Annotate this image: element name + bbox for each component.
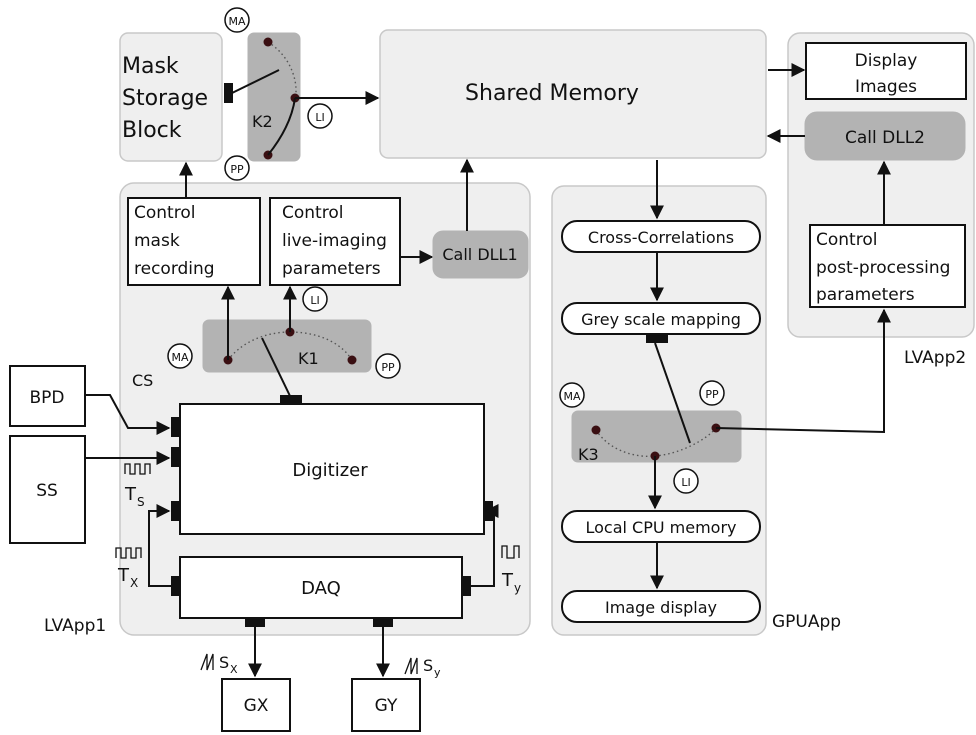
svg-text:MA: MA bbox=[171, 351, 188, 364]
k2-label: K2 bbox=[252, 112, 273, 131]
li-badge-k3 bbox=[673, 468, 699, 494]
li-badge-k2 bbox=[307, 103, 333, 129]
svg-text:y: y bbox=[434, 666, 441, 679]
svg-text:Call DLL1: Call DLL1 bbox=[442, 245, 517, 264]
svg-text:post-processing: post-processing bbox=[816, 258, 950, 278]
cs-label: CS bbox=[132, 371, 153, 390]
svg-text:Cross-Correlations: Cross-Correlations bbox=[588, 228, 734, 247]
control-live-box bbox=[269, 197, 401, 286]
local-cpu-box bbox=[561, 510, 761, 543]
svg-text:MA: MA bbox=[228, 15, 245, 28]
k3-label: K3 bbox=[578, 445, 599, 464]
svg-text:BPD: BPD bbox=[29, 388, 64, 408]
shared-memory-block bbox=[379, 29, 767, 159]
svg-text:X: X bbox=[230, 663, 238, 676]
svg-text:S: S bbox=[423, 656, 433, 675]
control-post-box bbox=[809, 224, 966, 308]
mask-storage-line1: Mask bbox=[122, 54, 179, 79]
svg-text:GY: GY bbox=[375, 696, 398, 716]
call-dll1-block bbox=[432, 230, 529, 279]
svg-text:Images: Images bbox=[855, 77, 917, 97]
svg-text:Local CPU memory: Local CPU memory bbox=[585, 518, 736, 537]
svg-text:Display: Display bbox=[855, 51, 918, 71]
control-mask-box bbox=[127, 197, 261, 286]
svg-text:LI: LI bbox=[681, 476, 690, 489]
gx-box bbox=[221, 678, 291, 732]
svg-text:parameters: parameters bbox=[816, 285, 915, 305]
svg-text:PP: PP bbox=[230, 163, 244, 176]
svg-text:T: T bbox=[124, 484, 137, 505]
svg-text:T: T bbox=[117, 565, 130, 586]
digitizer-box bbox=[179, 403, 485, 535]
svg-text:GX: GX bbox=[244, 696, 269, 716]
svg-text:Image display: Image display bbox=[605, 598, 717, 617]
svg-text:SS: SS bbox=[36, 481, 58, 501]
svg-text:S: S bbox=[219, 653, 229, 672]
svg-text:S: S bbox=[137, 495, 145, 509]
svg-text:y: y bbox=[514, 581, 521, 595]
svg-text:Grey scale mapping: Grey scale mapping bbox=[581, 310, 741, 329]
display-images-box bbox=[805, 42, 967, 100]
mask-storage-block bbox=[119, 32, 223, 162]
gpuapp-label: GPUApp bbox=[772, 612, 841, 632]
svg-text:LI: LI bbox=[310, 294, 319, 307]
k1-label: K1 bbox=[298, 349, 319, 368]
svg-text:PP: PP bbox=[705, 388, 719, 401]
gy-box bbox=[351, 678, 421, 732]
mask-storage-line3: Block bbox=[122, 118, 182, 143]
ma-badge-k1 bbox=[167, 343, 193, 369]
svg-text:DAQ: DAQ bbox=[301, 578, 341, 599]
svg-text:X: X bbox=[130, 576, 138, 590]
pp-badge-k3 bbox=[699, 380, 725, 406]
svg-text:parameters: parameters bbox=[282, 259, 381, 279]
svg-text:T: T bbox=[501, 570, 514, 591]
lvapp2-label: LVApp2 bbox=[904, 348, 966, 368]
svg-text:live-imaging: live-imaging bbox=[282, 231, 387, 251]
k3-switch bbox=[571, 410, 742, 463]
pp-badge-k1 bbox=[375, 353, 401, 379]
svg-text:Call DLL2: Call DLL2 bbox=[845, 128, 925, 148]
k1-switch bbox=[202, 319, 372, 373]
svg-text:Digitizer: Digitizer bbox=[292, 460, 368, 481]
daq-box bbox=[179, 556, 463, 619]
lvapp1-label: LVApp1 bbox=[44, 616, 106, 636]
pp-badge-k2 bbox=[224, 155, 250, 181]
ma-badge-k2 bbox=[224, 7, 250, 33]
li-badge-k1 bbox=[302, 286, 328, 312]
image-display-box bbox=[561, 590, 761, 623]
svg-text:LI: LI bbox=[315, 111, 324, 124]
svg-text:mask: mask bbox=[134, 231, 180, 251]
ss-box bbox=[9, 435, 86, 544]
shared-memory-label: Shared Memory bbox=[465, 81, 639, 106]
svg-text:Control: Control bbox=[816, 230, 877, 250]
mask-storage-line2: Storage bbox=[122, 86, 208, 111]
svg-text:PP: PP bbox=[381, 361, 395, 374]
cross-correlations-box bbox=[561, 220, 761, 253]
svg-text:Control: Control bbox=[134, 203, 195, 223]
svg-text:MA: MA bbox=[563, 390, 580, 403]
svg-text:Control: Control bbox=[282, 203, 343, 223]
svg-text:recording: recording bbox=[134, 259, 215, 279]
ma-badge-k3 bbox=[559, 382, 585, 408]
